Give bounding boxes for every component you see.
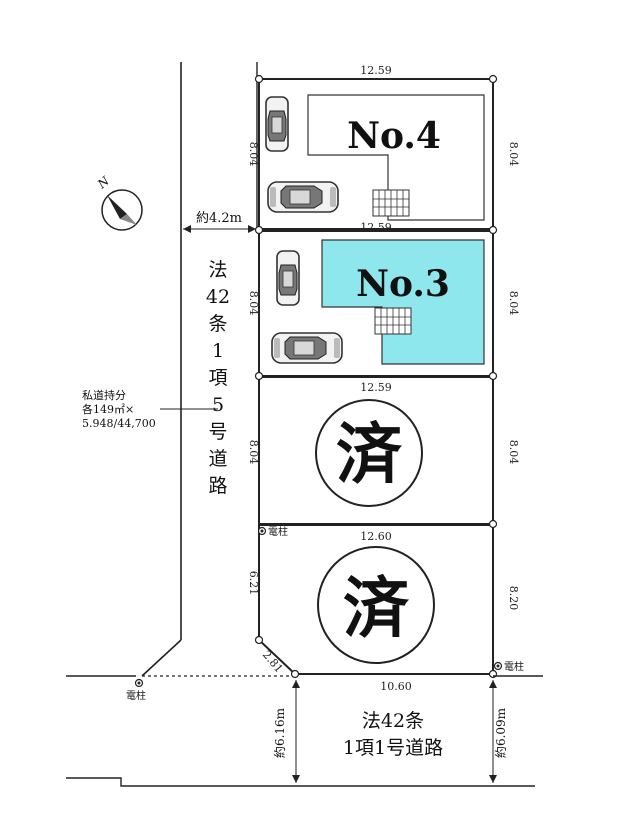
lot-sold-2-sold-label: 済 — [336, 415, 403, 493]
lot-no4-left-depth: 8.04 — [247, 142, 260, 167]
west-road-width-label: 約4.2m — [196, 211, 242, 226]
west-road-edge-line-bend — [141, 639, 182, 677]
lot-sold-1-right-depth: 8.20 — [507, 586, 520, 611]
lot-no3-left-depth: 8.04 — [247, 291, 260, 316]
utility-pole-dot — [260, 529, 264, 533]
lot-sold-1-sold-label: 済 — [343, 569, 410, 647]
utility-pole-label: 電柱 — [504, 660, 524, 673]
lot-no4-right-depth: 8.04 — [507, 142, 520, 167]
north-arrow-icon — [107, 195, 127, 219]
boundary-marker — [488, 519, 498, 529]
utility-pole-label: 電柱 — [126, 689, 146, 702]
west-road-name-char: 1 — [212, 340, 224, 362]
boundary-marker — [254, 371, 264, 381]
south-road-right-width: 約6.09m — [493, 707, 508, 758]
west-road-name-char: 法 — [208, 259, 227, 281]
west-road: 約4.2m 法 42 条 1 項 5 号 道 路 — [141, 62, 258, 677]
utility-pole-dot — [496, 664, 500, 668]
lot-no3-top-width: 12.59 — [360, 221, 392, 234]
lot-no3[interactable]: No.3 12.59 8.04 8.04 — [247, 221, 520, 377]
lot-sold-1-left-depth: 6.21 — [247, 571, 260, 596]
west-road-name: 法 42 条 1 項 5 号 道 路 — [206, 259, 230, 497]
south-road-right-arrowhead-top — [489, 680, 497, 688]
lot-sold-2[interactable]: 済 12.59 8.04 8.04 — [247, 376, 520, 525]
utility-pole-dot — [137, 681, 141, 685]
south-road-name-line: 1項1号道路 — [343, 737, 443, 759]
utility-pole-lot1-se: 電柱 — [493, 660, 524, 673]
south-road-south-edge — [66, 777, 535, 787]
boundary-marker — [488, 225, 498, 235]
boundary-marker — [254, 225, 264, 235]
south-road: 約6.16m 約6.09m 法42条 1項1号道路 — [66, 675, 543, 787]
south-road-left-width: 約6.16m — [272, 707, 287, 758]
lot-no3-entrance-tiles — [374, 307, 412, 335]
lot-sold-1-bottom-width: 10.60 — [380, 680, 412, 693]
west-road-name-char: 項 — [208, 367, 227, 389]
west-road-name-char: 路 — [208, 475, 227, 497]
boundary-marker — [290, 669, 300, 679]
lot-no4-label: No.4 — [347, 115, 441, 157]
private-road-share-line: 私道持分 — [82, 388, 126, 402]
west-road-name-char: 号 — [208, 421, 227, 443]
lot-sold-1-top-width: 12.60 — [360, 530, 392, 543]
lot-sold-1-sold-badge — [317, 546, 435, 664]
lot-no4-building-outline — [307, 94, 485, 221]
boundary-marker — [254, 74, 264, 84]
lot-no3-building-highlight — [321, 239, 485, 365]
lot-sold-2-right-depth: 8.04 — [507, 440, 520, 465]
utility-pole-lot1-nw: 電柱 — [257, 525, 288, 538]
lot-sold-2-top-width: 12.59 — [360, 381, 392, 394]
north-arrow-tail — [120, 214, 137, 225]
south-road-left-arrowhead-bottom — [292, 775, 300, 783]
lot-no3-car-side — [276, 250, 300, 306]
boundary-marker — [488, 371, 498, 381]
utility-pole-road-corner: 電柱 — [126, 678, 146, 702]
west-road-width-arrowhead-left — [183, 225, 191, 233]
lot-sold-1[interactable]: 済 12.60 6.21 8.20 2.81 10.60 — [247, 524, 520, 693]
lot-sold-2-left-depth: 8.04 — [247, 440, 260, 465]
boundary-marker — [254, 635, 264, 645]
utility-pole-label: 電柱 — [268, 525, 288, 538]
boundary-markers — [254, 74, 498, 679]
private-road-share-line: 各149㎡× — [82, 402, 134, 416]
lot-no4-car-top — [267, 181, 339, 213]
boundary-marker — [488, 74, 498, 84]
south-road-left-arrowhead-top — [292, 680, 300, 688]
lot-no4-top-width: 12.59 — [360, 64, 392, 77]
lot-no4-car-side — [265, 96, 289, 152]
west-road-name-char: 42 — [206, 286, 230, 308]
lot-sold-2-sold-badge — [315, 399, 423, 507]
compass-label: N — [94, 174, 112, 192]
west-road-name-char: 道 — [208, 448, 227, 470]
private-road-share-line: 5.948/44,700 — [82, 417, 156, 430]
lot-no3-right-depth: 8.04 — [507, 291, 520, 316]
compass: N — [94, 174, 143, 231]
lot-no4-entrance-tiles — [372, 189, 410, 217]
west-road-name-char: 条 — [208, 313, 227, 335]
private-road-share-note: 私道持分 各149㎡× 5.948/44,700 — [82, 388, 218, 430]
lot-no3-label: No.3 — [356, 263, 450, 305]
south-road-right-arrowhead-bottom — [489, 775, 497, 783]
lot-no3-car-top — [271, 332, 343, 364]
lot-no4[interactable]: No.4 12.59 8.04 8.04 — [247, 64, 520, 230]
south-road-name-line: 法42条 — [362, 710, 424, 732]
west-road-width-arrowhead-right — [248, 225, 256, 233]
west-road-name-char: 5 — [212, 394, 224, 416]
